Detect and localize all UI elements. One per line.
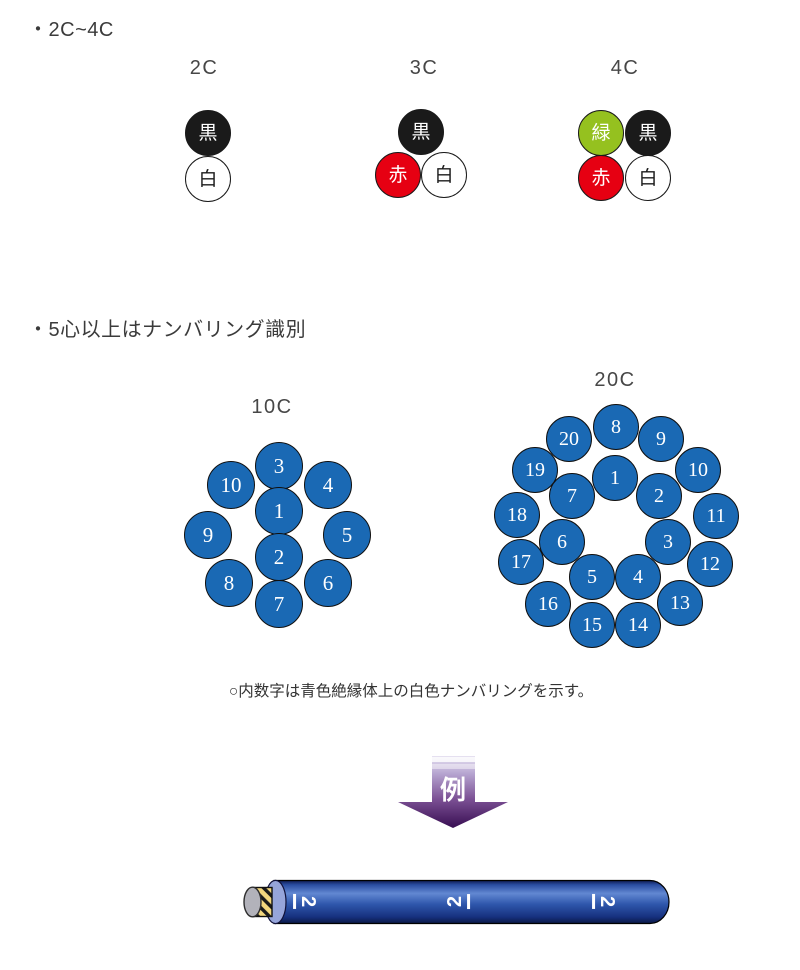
numbered-core-2: 2 <box>636 473 682 519</box>
group-label-20c: 20C <box>594 369 636 391</box>
arrow-stripe <box>432 757 475 762</box>
core-white: 白 <box>625 155 671 201</box>
numbered-core-5: 5 <box>569 554 615 600</box>
numbered-core-8: 8 <box>593 404 639 450</box>
cable-mark-digit: 2 <box>293 893 320 909</box>
example-arrow-label: 例 <box>440 775 466 805</box>
numbered-core-12: 12 <box>687 541 733 587</box>
numbered-core-7: 7 <box>549 473 595 519</box>
cable-mark-1: 2 <box>289 884 323 918</box>
numbered-core-7: 7 <box>255 580 303 628</box>
section-heading-2c-4c: ・2C~4C <box>28 19 114 41</box>
numbered-core-10: 10 <box>207 461 255 509</box>
numbered-core-4: 4 <box>304 461 352 509</box>
example-arrow-icon: 例 <box>398 756 508 828</box>
numbered-core-15: 15 <box>569 602 615 648</box>
group-label-2c: 2C <box>189 57 219 79</box>
arrow-stripe <box>432 764 475 769</box>
numbered-core-4: 4 <box>615 554 661 600</box>
cable-mark-digit: 2 <box>445 893 471 909</box>
numbered-core-14: 14 <box>615 602 661 648</box>
numbered-core-18: 18 <box>494 492 540 538</box>
numbered-core-2: 2 <box>255 533 303 581</box>
numbered-core-11: 11 <box>693 493 739 539</box>
numbered-core-8: 8 <box>205 559 253 607</box>
core-black: 黒 <box>185 110 231 156</box>
core-white: 白 <box>421 152 467 198</box>
numbered-core-1: 1 <box>255 487 303 535</box>
down-arrow-shape <box>398 756 508 828</box>
numbered-core-13: 13 <box>657 580 703 626</box>
numbered-core-10: 10 <box>675 447 721 493</box>
core-red: 赤 <box>578 155 624 201</box>
cable-mark-3: 2 <box>588 884 622 918</box>
core-red: 赤 <box>375 152 421 198</box>
numbered-core-16: 16 <box>525 581 571 627</box>
numbering-caption: ○内数字は青色絶縁体上の白色ナンバリングを示す。 <box>228 683 594 700</box>
numbered-core-6: 6 <box>539 519 585 565</box>
numbered-core-5: 5 <box>323 511 371 559</box>
section-heading-numbering: ・5心以上はナンバリング識別 <box>28 319 307 341</box>
numbered-core-9: 9 <box>638 416 684 462</box>
group-label-4c: 4C <box>610 57 640 79</box>
core-green: 緑 <box>578 110 624 156</box>
numbered-core-17: 17 <box>498 539 544 585</box>
cable-illustration <box>243 879 670 925</box>
group-label-3c: 3C <box>409 57 439 79</box>
core-black: 黒 <box>625 110 671 156</box>
cable-mark-2: 2 <box>441 884 475 918</box>
numbered-core-6: 6 <box>304 559 352 607</box>
cable-conductor-end <box>243 886 262 918</box>
numbered-core-3: 3 <box>645 519 691 565</box>
numbered-core-3: 3 <box>255 442 303 490</box>
numbered-core-1: 1 <box>592 455 638 501</box>
group-label-10c: 10C <box>251 396 293 418</box>
cable-sheath <box>273 879 670 925</box>
core-black: 黒 <box>398 109 444 155</box>
core-white: 白 <box>185 156 231 202</box>
numbered-core-20: 20 <box>546 416 592 462</box>
cable-mark-digit: 2 <box>592 893 619 909</box>
numbered-core-9: 9 <box>184 511 232 559</box>
